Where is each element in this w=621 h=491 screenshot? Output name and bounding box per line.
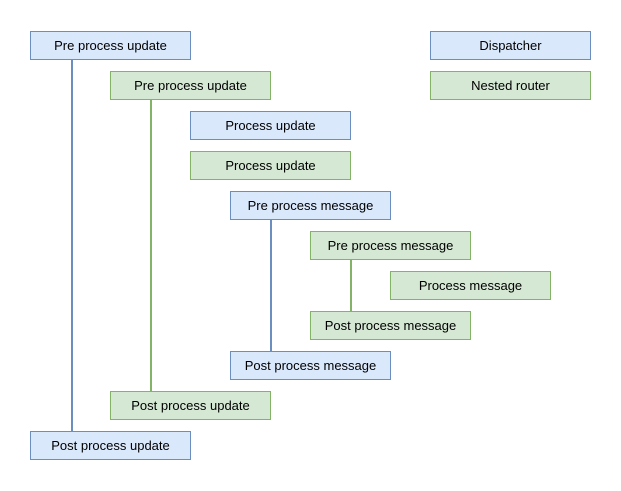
node-label: Post process message xyxy=(324,318,457,333)
node-post-process-message: Post process message xyxy=(230,351,391,380)
node-pre-process-message: Pre process message xyxy=(310,231,471,260)
node-post-process-message: Post process message xyxy=(310,311,471,340)
node-process-update: Process update xyxy=(190,151,351,180)
node-process-message: Process message xyxy=(390,271,551,300)
node-pre-process-message: Pre process message xyxy=(230,191,391,220)
node-pre-process-update: Pre process update xyxy=(30,31,191,60)
node-label: Post process message xyxy=(244,358,377,373)
node-nested-router: Nested router xyxy=(430,71,591,100)
node-label: Post process update xyxy=(131,398,250,413)
connector-pre-to-post-process-update-outer xyxy=(71,60,73,431)
node-label: Pre process message xyxy=(327,238,454,253)
node-label: Pre process update xyxy=(54,38,167,53)
node-post-process-update: Post process update xyxy=(30,431,191,460)
node-pre-process-update: Pre process update xyxy=(110,71,271,100)
node-label: Process update xyxy=(225,118,316,133)
node-label: Nested router xyxy=(471,78,550,93)
node-label: Pre process update xyxy=(134,78,247,93)
node-label: Process update xyxy=(225,158,316,173)
node-label: Post process update xyxy=(51,438,170,453)
connector-pre-to-post-process-message-outer xyxy=(270,220,272,351)
connector-pre-to-post-process-message-inner xyxy=(350,260,352,311)
node-label: Dispatcher xyxy=(479,38,542,53)
node-label: Pre process message xyxy=(247,198,374,213)
connector-pre-to-post-process-update-inner xyxy=(150,100,152,391)
node-label: Process message xyxy=(418,278,523,293)
node-dispatcher: Dispatcher xyxy=(430,31,591,60)
node-post-process-update: Post process update xyxy=(110,391,271,420)
node-process-update: Process update xyxy=(190,111,351,140)
